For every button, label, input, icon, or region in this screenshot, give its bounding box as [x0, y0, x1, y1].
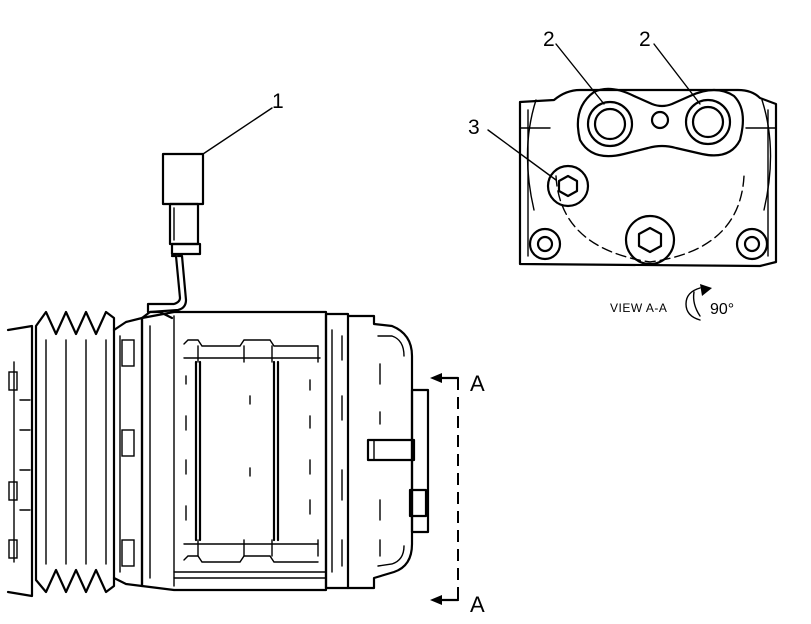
connector-wire: [146, 254, 188, 314]
compressor-housing: [140, 310, 328, 592]
callout-1-leader: [202, 107, 273, 155]
port-left: [586, 100, 634, 148]
callout-2-left-leader: [555, 43, 605, 105]
callout-2-right: 2: [639, 28, 651, 51]
plug: [546, 164, 590, 208]
rear-head: [346, 314, 430, 590]
clutch-front-plate: [6, 324, 34, 598]
section-line-a-a: [430, 373, 460, 605]
callout-3-leader: [487, 129, 557, 181]
callout-2-right-leader: [653, 43, 701, 105]
rotation-arrow-icon: [685, 284, 712, 321]
center-hex-bolt: [624, 214, 676, 266]
view-caption: VIEW A-A: [610, 301, 667, 315]
mount-right: [735, 227, 769, 261]
electrical-connector: [161, 152, 205, 256]
view-a-a: 2 2 3 VIEW A-A 90°: [468, 28, 778, 321]
compressor-side-view: A A 1: [6, 90, 485, 617]
rear-flange: [324, 312, 350, 590]
callout-3: 3: [468, 116, 480, 139]
rotation-degrees: 90°: [710, 301, 734, 318]
section-letter-bottom: A: [470, 592, 485, 617]
mount-left: [528, 227, 562, 261]
callout-2-left: 2: [543, 28, 555, 51]
port-right: [684, 98, 732, 146]
section-letter-top: A: [470, 371, 485, 396]
callout-1: 1: [272, 90, 284, 113]
pulley: [34, 310, 116, 594]
